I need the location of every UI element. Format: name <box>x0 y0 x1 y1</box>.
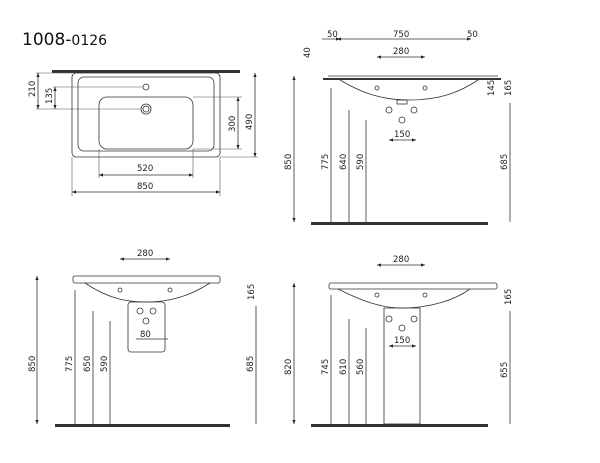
dim-145: 145 <box>487 80 497 96</box>
dim-280: 280 <box>393 255 409 265</box>
dim-165: 165 <box>504 80 514 96</box>
dim-640: 640 <box>339 154 349 170</box>
dim-280: 280 <box>137 249 153 259</box>
front-view-bracket: 50 750 50 280 40 145 165 850 775 640 590… <box>284 30 514 225</box>
dim-775: 775 <box>321 154 331 170</box>
dim-490: 490 <box>245 114 255 130</box>
dim-850-width: 850 <box>137 182 153 192</box>
dim-280: 280 <box>393 47 409 57</box>
dim-685: 685 <box>500 154 510 170</box>
dim-520: 520 <box>137 164 153 174</box>
product-code-suffix: 0126 <box>71 33 108 49</box>
dim-300: 300 <box>228 116 238 132</box>
front-view-semi-pedestal: 280 165 850 775 650 590 80 685 <box>28 249 257 427</box>
dim-165: 165 <box>504 289 514 305</box>
dim-685: 685 <box>246 356 256 372</box>
product-code-main: 1008- <box>22 30 72 50</box>
dim-750: 750 <box>393 30 409 40</box>
dim-50-left: 50 <box>327 30 338 40</box>
dim-590: 590 <box>100 356 110 372</box>
dim-820: 820 <box>284 359 294 375</box>
dim-590: 590 <box>356 154 366 170</box>
dim-50-right: 50 <box>467 30 478 40</box>
dim-775: 775 <box>65 356 75 372</box>
dim-80: 80 <box>140 330 151 340</box>
dim-165: 165 <box>247 284 257 300</box>
dim-135: 135 <box>45 88 55 104</box>
top-view: 210 135 300 490 520 850 <box>28 70 258 196</box>
dim-40: 40 <box>303 47 313 58</box>
dim-745: 745 <box>321 359 331 375</box>
dim-560: 560 <box>356 359 366 375</box>
dim-850: 850 <box>28 356 38 372</box>
dim-150: 150 <box>394 130 410 140</box>
front-view-pedestal: 280 165 820 745 610 560 150 655 <box>284 255 514 427</box>
dim-610: 610 <box>339 359 349 375</box>
dim-650: 650 <box>83 356 93 372</box>
dim-150: 150 <box>394 336 410 346</box>
dim-850: 850 <box>284 154 294 170</box>
product-code: 1008-0126 <box>22 30 107 50</box>
dim-210: 210 <box>28 81 38 97</box>
dim-655: 655 <box>500 362 510 378</box>
